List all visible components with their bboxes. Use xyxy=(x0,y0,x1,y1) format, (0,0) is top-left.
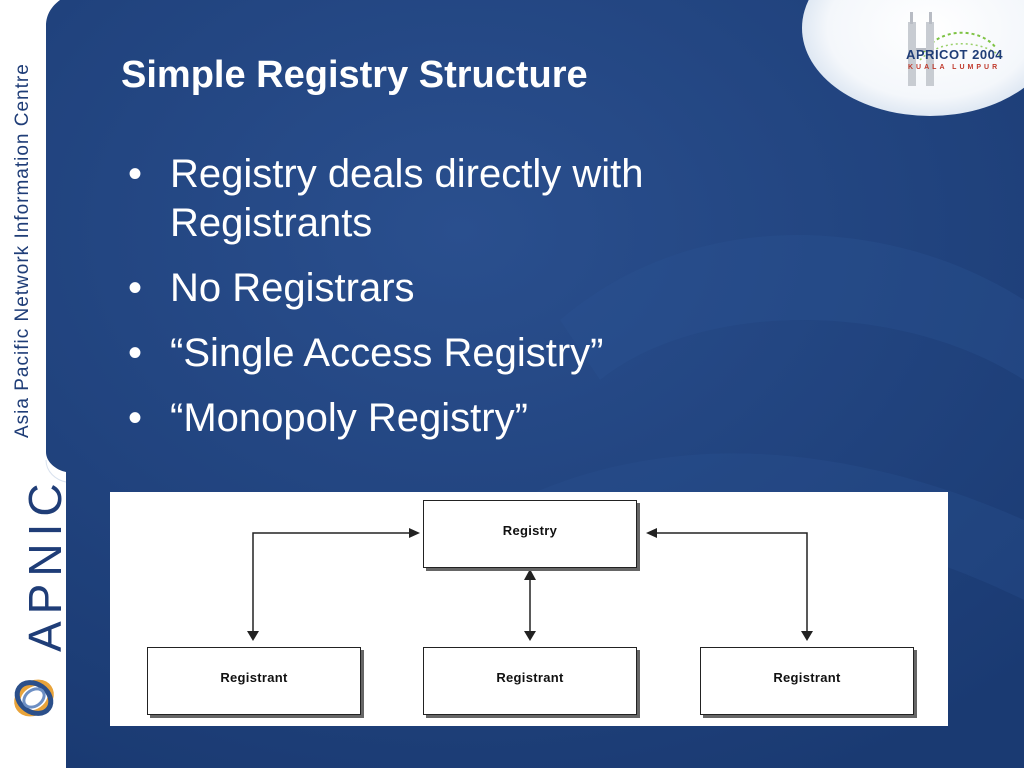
bullet-dot-icon: • xyxy=(128,396,143,440)
slide-title: Simple Registry Structure xyxy=(121,54,588,96)
event-location: KUALA LUMPUR xyxy=(908,64,1001,71)
bullet-item: • No Registrars xyxy=(128,264,768,313)
bullet-text: “Monopoly Registry” xyxy=(170,396,528,440)
registrant-node-label: Registrant xyxy=(496,669,564,685)
connector-right xyxy=(650,532,808,636)
apnic-logo-text: APNIC xyxy=(19,476,71,652)
bullet-text: “Single Access Registry” xyxy=(170,331,604,375)
apnic-swirl-logo-icon xyxy=(14,679,54,717)
registrant-node: Registrant xyxy=(147,647,361,715)
connector-left xyxy=(252,532,418,636)
diagram-connectors xyxy=(247,528,813,641)
organization-name: Asia Pacific Network Information Centre xyxy=(12,63,33,438)
bullet-item: • Registry deals directly with Registrant… xyxy=(128,150,768,248)
registry-diagram: Registry Registrant Registrant Registran… xyxy=(110,492,948,726)
bullet-text: Registry deals directly with Registrants xyxy=(170,152,644,245)
registrant-node-label: Registrant xyxy=(773,669,841,685)
arrowhead-middle-down-icon xyxy=(524,631,536,641)
registrant-node-label: Registrant xyxy=(220,669,288,685)
bullet-list: • Registry deals directly with Registrant… xyxy=(128,150,768,459)
bullet-dot-icon: • xyxy=(128,331,143,375)
arrowhead-right-down-icon xyxy=(801,631,813,641)
registry-node: Registry xyxy=(423,500,637,568)
bullet-dot-icon: • xyxy=(128,152,143,196)
apricot-tower-logo-icon xyxy=(908,12,1001,86)
bullet-text: No Registrars xyxy=(170,266,415,310)
registry-node-label: Registry xyxy=(502,522,558,538)
arrowhead-left-down-icon xyxy=(247,631,259,641)
bullet-item: • “Single Access Registry” xyxy=(128,329,768,378)
registrant-node: Registrant xyxy=(700,647,914,715)
bullet-item: • “Monopoly Registry” xyxy=(128,394,768,443)
arrowhead-right-in-icon xyxy=(646,528,657,538)
registrant-node: Registrant xyxy=(423,647,637,715)
arrowhead-middle-up-icon xyxy=(524,569,536,580)
arrowhead-left-in-icon xyxy=(409,528,420,538)
bullet-dot-icon: • xyxy=(128,266,143,310)
event-name: APRICOT 2004 xyxy=(906,47,1004,62)
